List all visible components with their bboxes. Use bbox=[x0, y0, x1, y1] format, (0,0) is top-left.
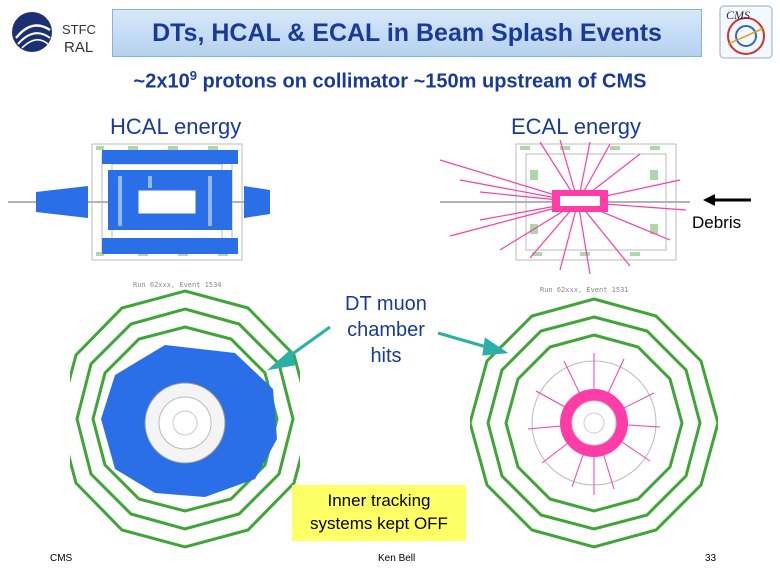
debris-label: Debris bbox=[692, 213, 742, 232]
footer-page-number: 33 bbox=[705, 553, 717, 564]
footer-author: Ken Bell bbox=[378, 553, 416, 564]
logo-stfc-text: STFC bbox=[62, 22, 96, 37]
logo-ral-text: RAL bbox=[64, 39, 94, 56]
right-event-label: Run 62xxx, Event 1531 bbox=[540, 286, 629, 294]
ecal-side-view-display bbox=[439, 139, 690, 276]
inner-note-line1: Inner tracking bbox=[327, 491, 431, 510]
slide-title: DTs, HCAL & ECAL in Beam Splash Events bbox=[152, 18, 662, 47]
subtitle-suffix: protons on collimator ~150m upstream of … bbox=[196, 70, 647, 93]
dt-muon-hits-label: DT muon chamber hits bbox=[326, 291, 446, 369]
inner-tracking-note: Inner tracking systems kept OFF bbox=[292, 485, 466, 541]
footer-left: CMS bbox=[50, 553, 73, 564]
dt-label-line2: chamber bbox=[347, 319, 425, 341]
dt-label-line1: DT muon bbox=[345, 293, 427, 315]
left-event-label: Run 62xxx, Event 1534 bbox=[133, 281, 222, 289]
inner-note-line2: systems kept OFF bbox=[310, 514, 448, 533]
cms-logo: CMS bbox=[718, 4, 774, 60]
subtitle-exponent: 9 bbox=[189, 68, 197, 83]
slide-subtitle: ~2x109 protons on collimator ~150m upstr… bbox=[0, 68, 780, 94]
right-end-view-display bbox=[468, 292, 720, 554]
debris-arrow-icon bbox=[703, 194, 751, 206]
cms-logo-text: CMS bbox=[726, 8, 750, 22]
slide-title-box: DTs, HCAL & ECAL in Beam Splash Events bbox=[112, 9, 702, 57]
stfc-swirl-icon bbox=[12, 12, 52, 52]
subtitle-prefix: ~2x10 bbox=[133, 70, 190, 93]
dt-label-line3: hits bbox=[370, 345, 402, 367]
ecal-energy-label: ECAL energy bbox=[511, 114, 642, 139]
left-end-view-display bbox=[57, 286, 313, 552]
hcal-side-view-display bbox=[8, 140, 270, 270]
stfc-logo: STFC RAL bbox=[8, 8, 108, 60]
hcal-energy-label: HCAL energy bbox=[110, 114, 242, 139]
cms-detector-icon bbox=[719, 5, 773, 59]
